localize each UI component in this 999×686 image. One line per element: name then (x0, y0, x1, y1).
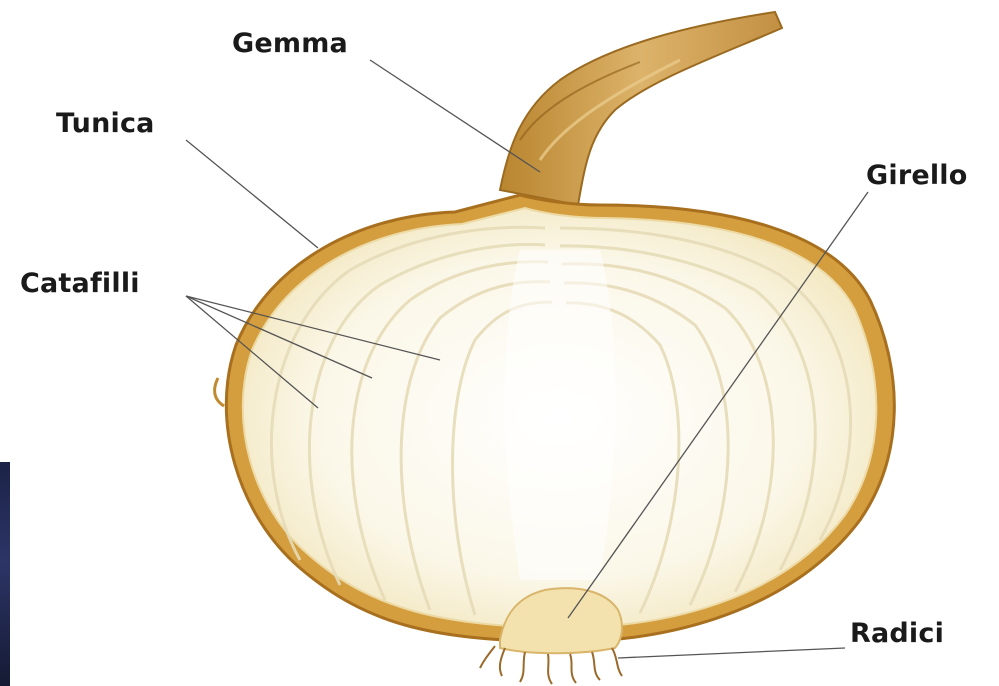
leader-line-radici (618, 648, 845, 658)
leader-line-tunica (186, 140, 318, 248)
leader-line-gemma (370, 60, 540, 172)
label-catafilli: Catafilli (20, 268, 140, 300)
label-girello: Girello (866, 160, 968, 192)
label-gemma: Gemma (232, 28, 348, 60)
onion-core (505, 250, 615, 580)
label-radici: Radici (850, 618, 944, 650)
stem-neck (500, 12, 782, 205)
label-tunica: Tunica (56, 108, 155, 140)
skin-flake (215, 378, 224, 406)
